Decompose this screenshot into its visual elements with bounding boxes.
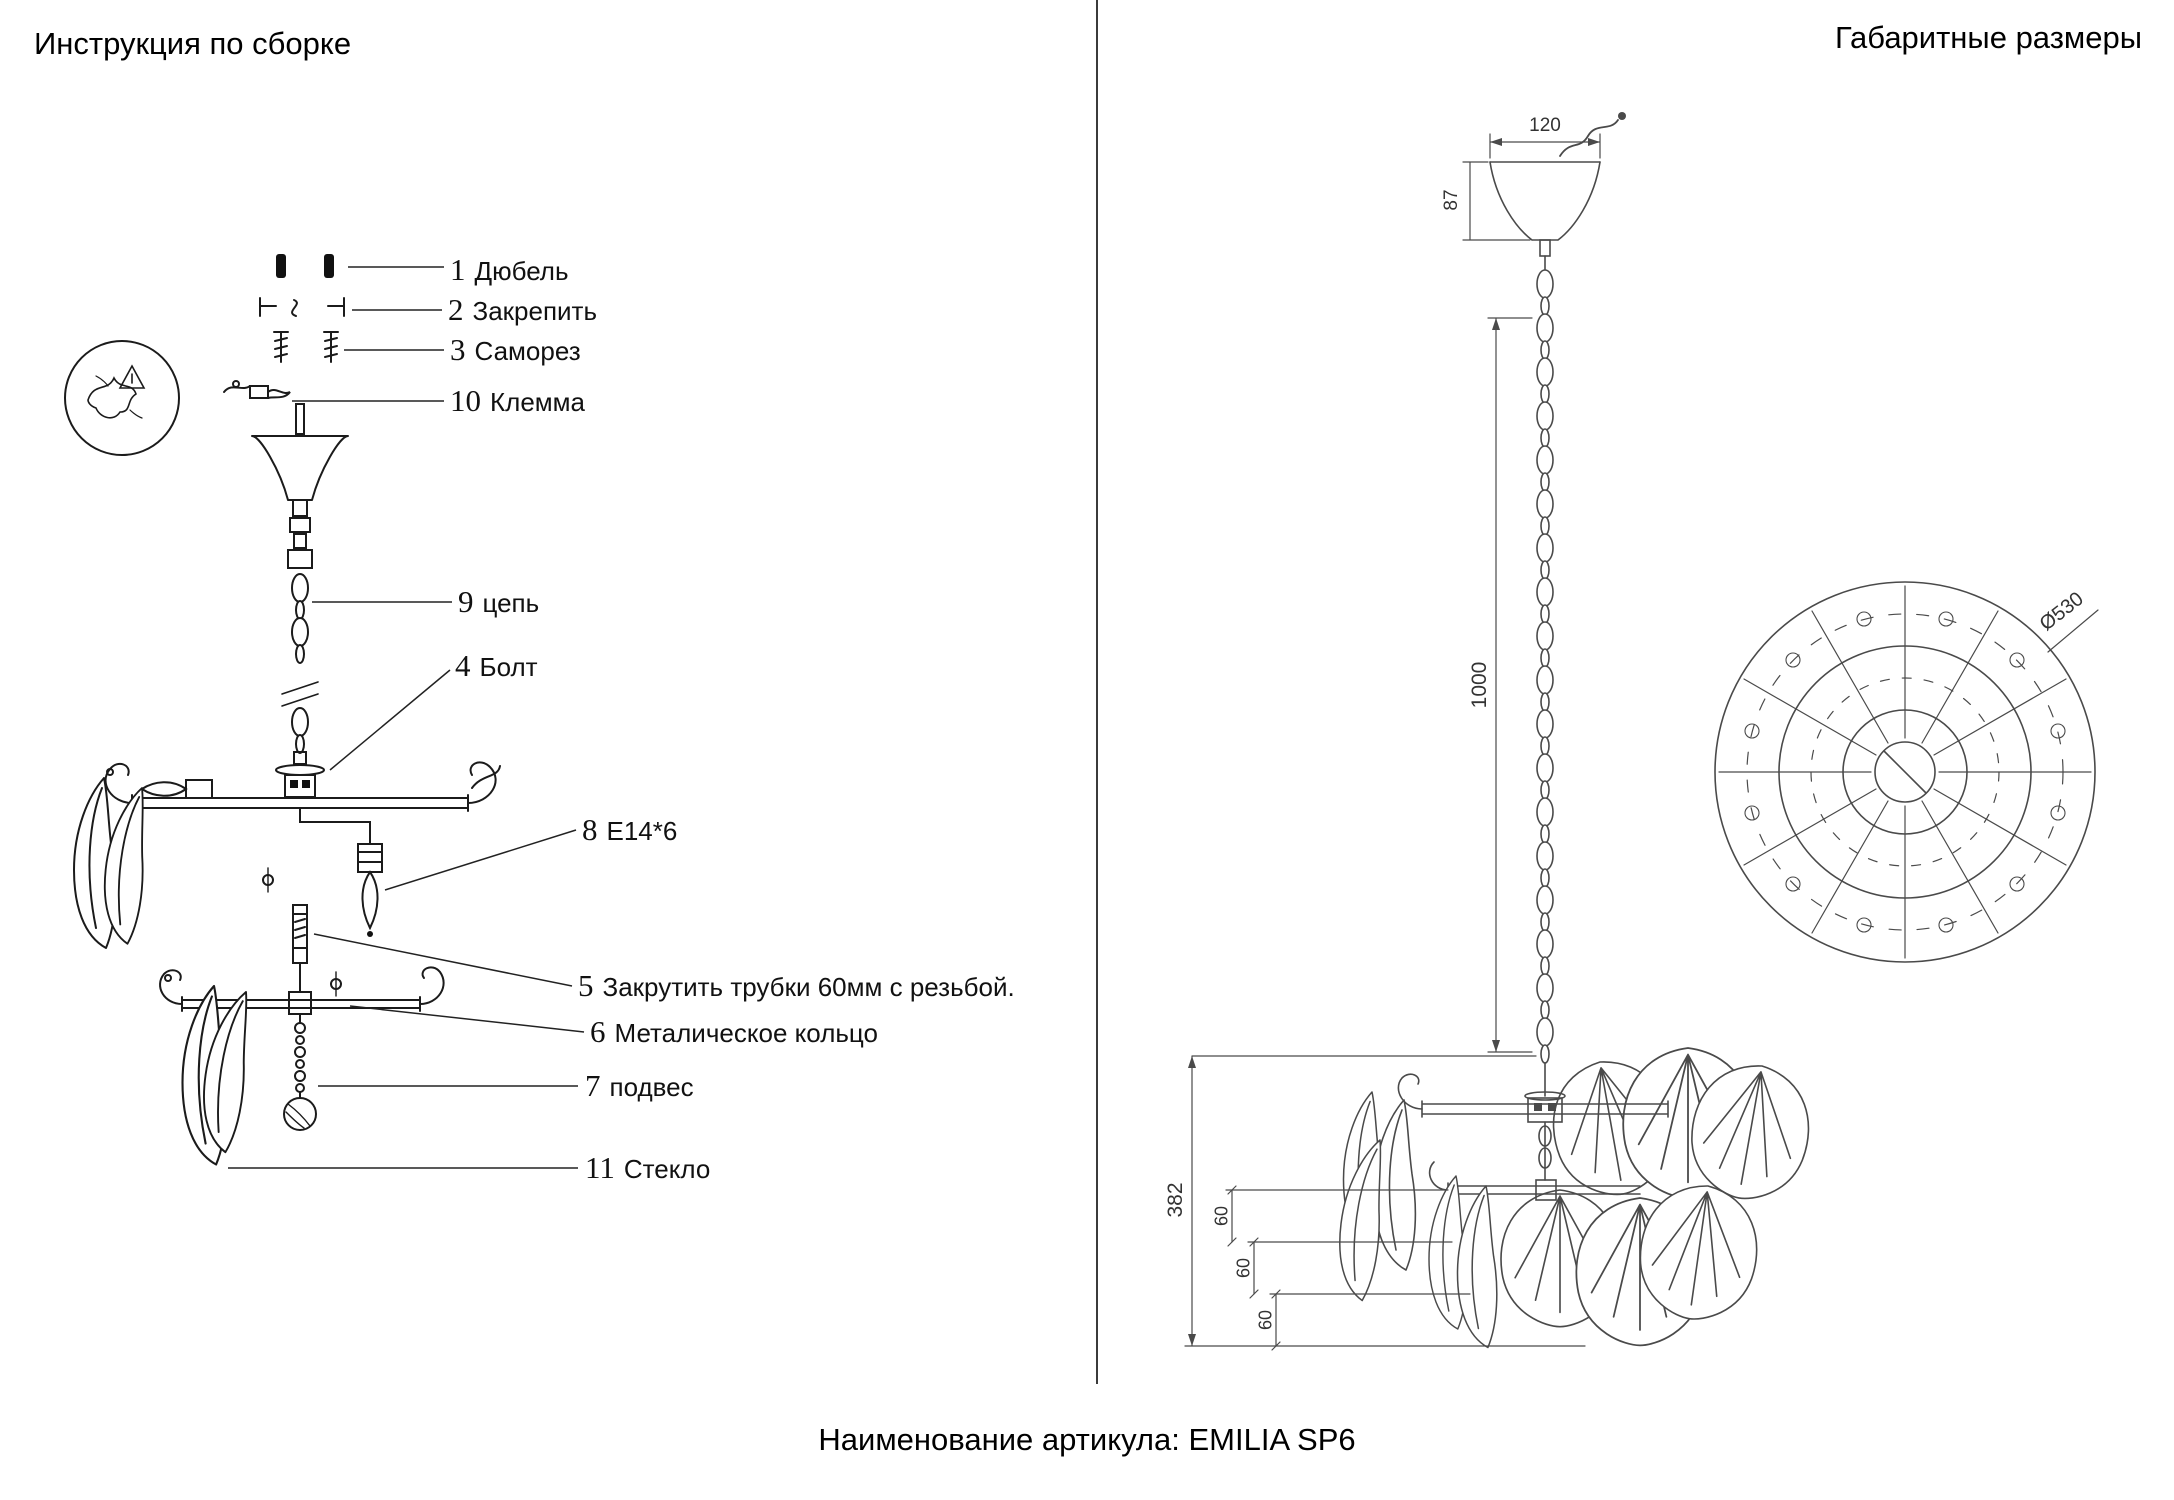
part-number: 11 [585, 1150, 615, 1185]
part-text: Закрутить трубки 60мм с резьбой. [602, 972, 1015, 1002]
part-number: 3 [450, 332, 466, 367]
part-text: цепь [482, 588, 540, 618]
part-label-bolt: 4 Болт [455, 648, 538, 684]
panel-divider [1096, 0, 1098, 1384]
part-label-ring: 6 Металическое кольцо [590, 1014, 878, 1050]
part-label-socket: 8 E14*6 [582, 812, 677, 848]
part-text: Саморез [474, 336, 581, 366]
part-number: 9 [458, 584, 474, 619]
dimension-lines [1184, 133, 1601, 1351]
part-label-pendant: 7 подвес [585, 1068, 694, 1104]
part-label-glass: 11 Стекло [585, 1150, 710, 1186]
part-label-screw: 3 Саморез [450, 332, 581, 368]
bolt-and-hub [275, 751, 325, 798]
dim-body-height: 382 [1164, 1182, 1187, 1218]
right-panel-title: Габаритные размеры [1834, 20, 2142, 55]
canopy [1489, 112, 1626, 257]
dim-tier-spacing-3: 60 [1255, 1309, 1276, 1331]
part-number: 6 [590, 1014, 606, 1049]
part-number: 8 [582, 812, 598, 847]
leader-lines [228, 266, 585, 1169]
part-text: Закрепить [472, 296, 598, 326]
dim-tier-spacing-2: 60 [1233, 1257, 1254, 1279]
article-caption: Наименование артикула: EMILIA SP6 [818, 1422, 1356, 1457]
screws [273, 331, 339, 363]
part-number: 10 [450, 383, 481, 418]
threaded-tube [262, 867, 342, 997]
left-panel-title: Инструкция по сборке [34, 26, 352, 61]
dim-canopy-height: 87 [1441, 189, 1462, 211]
part-label-tube: 5 Закрутить трубки 60мм с резьбой. [578, 968, 1015, 1004]
dowel-parts [276, 254, 334, 278]
wiring-detail-circle [64, 340, 180, 456]
part-number: 2 [448, 292, 464, 327]
part-label-chain: 9 цепь [458, 584, 539, 620]
part-text: Болт [479, 652, 538, 682]
dim-canopy-width: 120 [1529, 115, 1561, 136]
chain [281, 573, 319, 754]
pendant-beads [283, 1013, 317, 1131]
glass-leaves-lower [164, 974, 258, 1166]
part-number: 5 [578, 968, 594, 1003]
mounting-bracket [259, 297, 345, 317]
part-label-dowel: 1 Дюбель [450, 252, 569, 288]
part-text: E14*6 [606, 816, 678, 846]
part-number: 7 [585, 1068, 601, 1103]
terminal-block [223, 380, 291, 399]
part-text: подвес [609, 1072, 694, 1102]
candle-socket-e14 [299, 807, 383, 937]
dim-chain-length: 1000 [1468, 661, 1491, 709]
part-text: Дюбель [474, 256, 569, 286]
chain-front [1536, 255, 1554, 1097]
part-text: Стекло [623, 1154, 711, 1184]
dim-tier-spacing-1: 60 [1211, 1205, 1232, 1227]
part-text: Металическое кольцо [614, 1018, 878, 1048]
part-number: 1 [450, 252, 466, 287]
assembly-diagram [64, 254, 501, 1166]
part-text: Клемма [490, 387, 585, 417]
part-label-fasten: 2 Закрепить [448, 292, 597, 328]
ceiling-cup [251, 403, 349, 569]
lower-arm-ring [159, 962, 445, 1015]
part-number: 4 [455, 648, 471, 683]
top-view [1714, 581, 2099, 963]
chandelier-front-view [1184, 112, 2099, 1351]
part-label-terminal: 10 Клемма [450, 383, 585, 419]
glass-leaves-upper [73, 768, 154, 949]
